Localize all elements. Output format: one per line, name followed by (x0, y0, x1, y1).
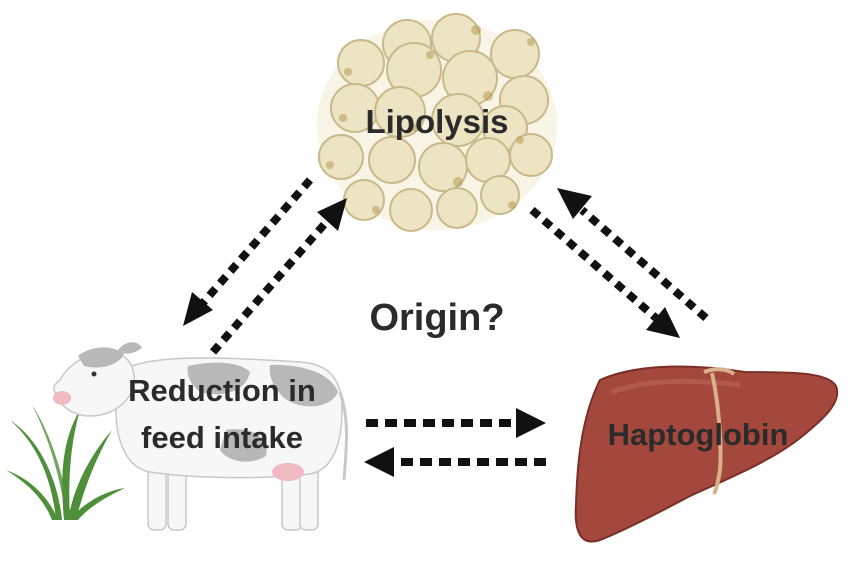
arrowhead-feed-to-haptoglobin (516, 408, 546, 438)
fat-cells-icon (317, 13, 557, 232)
arrowhead-feed-to-lipolysis (317, 198, 347, 231)
arrow-feed-to-lipolysis (209, 217, 332, 355)
arrow-lipolysis-to-feed (198, 177, 314, 307)
arrow-lipolysis-to-haptoglobin (529, 206, 659, 322)
arrowhead-haptoglobin-to-feed (364, 447, 394, 477)
feed-intake-label-line2: feed intake (141, 420, 303, 455)
arrowhead-lipolysis-to-feed (183, 292, 213, 326)
arrow-haptoglobin-to-lipolysis (579, 206, 709, 322)
arrowhead-lipolysis-to-haptoglobin (646, 307, 680, 338)
liver-icon (574, 365, 839, 543)
lipolysis-label: Lipolysis (365, 103, 508, 140)
arrows (183, 177, 709, 477)
haptoglobin-label: Haptoglobin (608, 417, 789, 452)
origin-label: Origin? (369, 297, 504, 339)
feed-intake-label-line1: Reduction in (128, 373, 316, 408)
cow-icon (53, 342, 348, 531)
grass-icon (6, 405, 125, 520)
arrowhead-haptoglobin-to-lipolysis (557, 188, 592, 219)
